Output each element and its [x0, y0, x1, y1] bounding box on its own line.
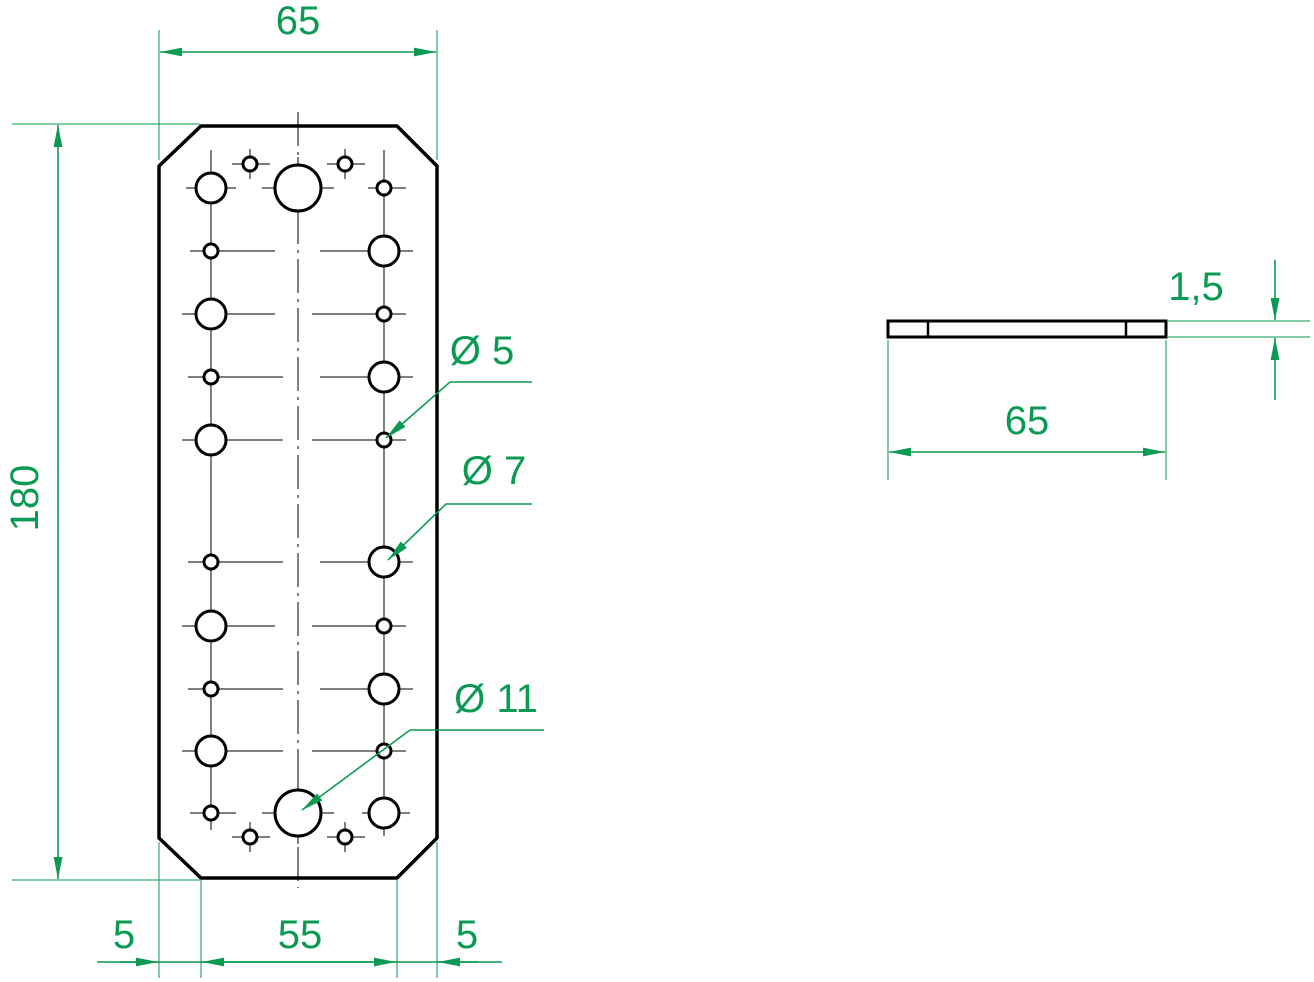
medium-hole [194, 171, 228, 205]
small-hole [202, 804, 220, 822]
small-hole [375, 305, 393, 323]
large-hole-callout: Ø 11 [454, 677, 538, 721]
top-view [157, 112, 439, 888]
large-hole-leader [301, 729, 544, 811]
medium-hole-callout: Ø 7 [462, 449, 526, 493]
small-hole [202, 242, 220, 260]
small-hole-callout: Ø 5 [450, 329, 514, 373]
top-view-dimensions: 65 180 5 55 5 Ø 5 Ø 7 Ø 11 [3, 0, 544, 978]
medium-hole [367, 796, 401, 830]
small-hole [202, 553, 220, 571]
plate-outline [157, 124, 439, 880]
small-hole [336, 155, 354, 173]
overall-width-label: 65 [276, 0, 321, 43]
side-view: 65 1,5 [886, 260, 1310, 480]
small-hole [375, 179, 393, 197]
small-hole [241, 828, 259, 846]
medium-hole [367, 360, 401, 394]
small-hole [375, 617, 393, 635]
medium-hole [194, 297, 228, 331]
medium-hole [194, 423, 228, 457]
right-margin-label: 5 [456, 913, 478, 957]
medium-hole [367, 234, 401, 268]
medium-hole [367, 672, 401, 706]
large-hole [273, 788, 323, 838]
plate-side-outline [886, 319, 1168, 339]
small-hole [202, 680, 220, 698]
thickness-label: 1,5 [1168, 265, 1224, 309]
medium-hole [194, 734, 228, 768]
medium-hole-leader [387, 503, 532, 561]
overall-height-label: 180 [3, 465, 47, 532]
small-hole [336, 828, 354, 846]
medium-hole [194, 609, 228, 643]
left-margin-label: 5 [113, 913, 135, 957]
hole-pattern [182, 149, 413, 852]
small-hole-leader [385, 381, 532, 439]
small-hole [202, 368, 220, 386]
side-width-label: 65 [1005, 399, 1050, 443]
large-hole [273, 163, 323, 213]
medium-hole [367, 545, 401, 579]
small-hole [241, 155, 259, 173]
center-width-label: 55 [278, 913, 323, 957]
